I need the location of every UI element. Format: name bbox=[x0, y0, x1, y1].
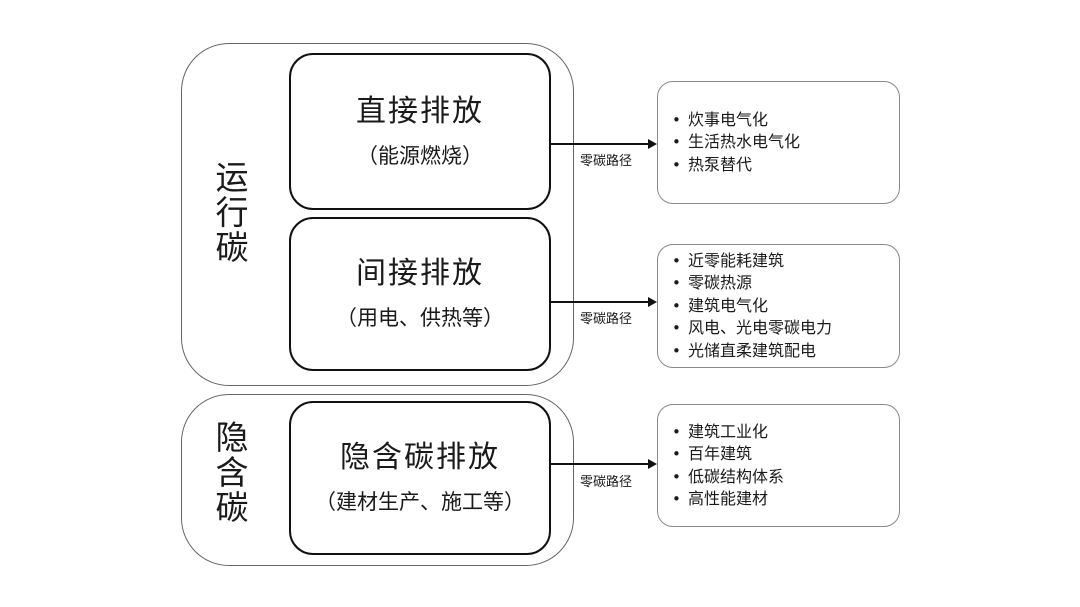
indirect-pathway-list: 近零能耗建筑 零碳热源 建筑电气化 风电、光电零碳电力 光储直柔建筑配电 bbox=[658, 250, 832, 363]
direct-emission-box: 直接排放 （能源燃烧） bbox=[289, 53, 551, 210]
embodied-carbon-label: 隐含碳 bbox=[210, 420, 249, 525]
direct-pathway-arrow bbox=[551, 143, 649, 145]
indirect-emission-box: 间接排放 （用电、供热等） bbox=[289, 217, 551, 371]
list-item: 炊事电气化 bbox=[672, 109, 800, 132]
list-item: 建筑工业化 bbox=[672, 421, 784, 444]
embodied-pathway-arrow bbox=[551, 463, 649, 465]
list-item: 百年建筑 bbox=[672, 443, 784, 466]
list-item: 近零能耗建筑 bbox=[672, 250, 832, 273]
list-item: 建筑电气化 bbox=[672, 295, 832, 318]
embodied-emission-box: 隐含碳排放 （建材生产、施工等） bbox=[289, 401, 551, 555]
direct-pathway-box: 炊事电气化 生活热水电气化 热泵替代 bbox=[657, 81, 900, 204]
indirect-pathway-label: 零碳路径 bbox=[580, 312, 633, 327]
embodied-pathway-arrowhead bbox=[648, 459, 657, 469]
indirect-pathway-box: 近零能耗建筑 零碳热源 建筑电气化 风电、光电零碳电力 光储直柔建筑配电 bbox=[657, 244, 900, 368]
embodied-pathway-box: 建筑工业化 百年建筑 低碳结构体系 高性能建材 bbox=[657, 404, 900, 527]
list-item: 热泵替代 bbox=[672, 154, 800, 177]
list-item: 低碳结构体系 bbox=[672, 466, 784, 489]
list-item: 风电、光电零碳电力 bbox=[672, 317, 832, 340]
direct-emission-title: 直接排放 bbox=[356, 93, 484, 129]
direct-pathway-label: 零碳路径 bbox=[580, 154, 633, 169]
indirect-emission-title: 间接排放 bbox=[356, 256, 484, 292]
operational-carbon-label: 运行碳 bbox=[210, 160, 249, 265]
direct-emission-subtitle: （能源燃烧） bbox=[357, 143, 483, 168]
embodied-emission-title: 隐含碳排放 bbox=[340, 440, 500, 476]
direct-pathway-list: 炊事电气化 生活热水电气化 热泵替代 bbox=[658, 109, 800, 177]
indirect-pathway-arrow bbox=[551, 301, 649, 303]
list-item: 高性能建材 bbox=[672, 488, 784, 511]
embodied-pathway-label: 零碳路径 bbox=[580, 475, 633, 490]
list-item: 生活热水电气化 bbox=[672, 131, 800, 154]
list-item: 零碳热源 bbox=[672, 272, 832, 295]
indirect-emission-subtitle: （用电、供热等） bbox=[336, 306, 504, 331]
embodied-emission-subtitle: （建材生产、施工等） bbox=[315, 490, 525, 515]
direct-pathway-arrowhead bbox=[648, 139, 657, 149]
list-item: 光储直柔建筑配电 bbox=[672, 340, 832, 363]
embodied-pathway-list: 建筑工业化 百年建筑 低碳结构体系 高性能建材 bbox=[658, 421, 784, 511]
indirect-pathway-arrowhead bbox=[648, 297, 657, 307]
